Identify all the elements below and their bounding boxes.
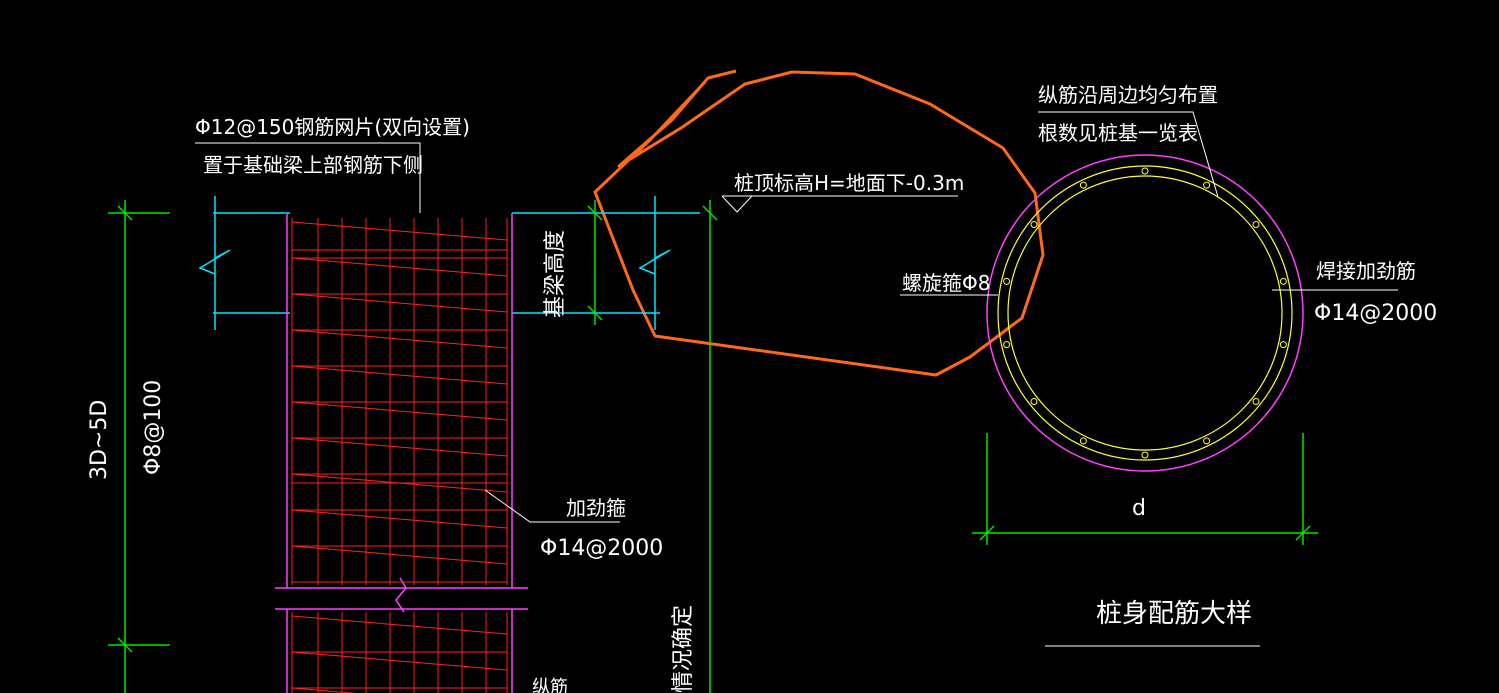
stiffener-spec-label: Φ14@2000 bbox=[540, 536, 663, 561]
longitudinal-bar bbox=[1030, 221, 1038, 228]
stiffener-name-label: 加劲箍 bbox=[566, 496, 626, 520]
spiral-segment bbox=[291, 545, 508, 565]
pile-top-label: 桩顶标高H=地面下-0.3m bbox=[734, 171, 964, 195]
spiral-segment bbox=[291, 401, 508, 421]
spiral-segment bbox=[291, 687, 358, 693]
diameter-label: d bbox=[1132, 496, 1146, 521]
longitudinal-bar bbox=[1141, 451, 1149, 459]
beam-height-label: 基梁高度 bbox=[543, 230, 568, 318]
longitudinal-bar bbox=[1203, 181, 1211, 189]
markup-cloud bbox=[593, 69, 1045, 377]
longitudinal-bar bbox=[1141, 167, 1149, 175]
detail-title: 桩身配筋大样 bbox=[1096, 599, 1252, 629]
pile-cross-section bbox=[986, 154, 1304, 472]
weld-name-label: 焊接加劲筋 bbox=[1316, 259, 1416, 283]
diameter-dimension bbox=[972, 433, 1318, 545]
spiral-segment bbox=[291, 615, 508, 635]
spiral-segment bbox=[291, 221, 508, 241]
long-bar-leader bbox=[1038, 111, 1219, 198]
dim-left-main-label: 3D~5D bbox=[87, 400, 112, 480]
longitudinal-bar bbox=[1252, 398, 1260, 405]
long-bar-label-line2: 根数见桩基一览表 bbox=[1038, 121, 1198, 145]
longitudinal-bar bbox=[1003, 341, 1011, 349]
pile-top-elevation-mark bbox=[721, 195, 958, 213]
longitudinal-bar bbox=[1252, 221, 1260, 228]
mesh-label-line1: Φ12@150钢筋网片(双向设置) bbox=[195, 115, 470, 139]
spiral-segment bbox=[291, 293, 508, 313]
longitudinal-bar bbox=[1203, 437, 1211, 445]
bottom-cut-label: 纵筋 bbox=[532, 677, 568, 693]
case-note-label: 情况确定 bbox=[671, 605, 696, 693]
longitudinal-bar bbox=[1079, 181, 1087, 189]
rebar-cage bbox=[291, 218, 508, 693]
spiral-segment bbox=[291, 437, 508, 457]
foundation-beam bbox=[198, 196, 700, 330]
longitudinal-bar bbox=[1279, 277, 1287, 285]
longitudinal-bar bbox=[1279, 341, 1287, 349]
longitudinal-bar bbox=[1003, 277, 1011, 285]
spiral-segment bbox=[291, 509, 508, 529]
spiral-segment bbox=[291, 365, 508, 385]
stiffener-leader bbox=[484, 489, 620, 523]
spiral-segment bbox=[291, 651, 508, 671]
mesh-label-line2: 置于基础梁上部钢筋下侧 bbox=[203, 153, 423, 177]
dim-left-sub-label: Φ8@100 bbox=[141, 380, 166, 475]
long-bar-label-line1: 纵筋沿周边均匀布置 bbox=[1038, 83, 1218, 107]
spiral-segment bbox=[291, 329, 508, 349]
spiral-label: 螺旋箍Φ8 bbox=[902, 271, 990, 295]
beam-height-dimension bbox=[587, 200, 603, 325]
left-dimension bbox=[108, 200, 170, 693]
weld-spec-label: Φ14@2000 bbox=[1314, 301, 1437, 326]
longitudinal-bar bbox=[1030, 398, 1038, 405]
pile-outline bbox=[275, 213, 528, 693]
longitudinal-bar bbox=[1079, 437, 1087, 445]
right-dimension-line bbox=[702, 200, 718, 693]
spiral-segment bbox=[291, 257, 508, 277]
longitudinal-bars bbox=[1003, 167, 1287, 459]
mesh-leader bbox=[195, 142, 421, 213]
